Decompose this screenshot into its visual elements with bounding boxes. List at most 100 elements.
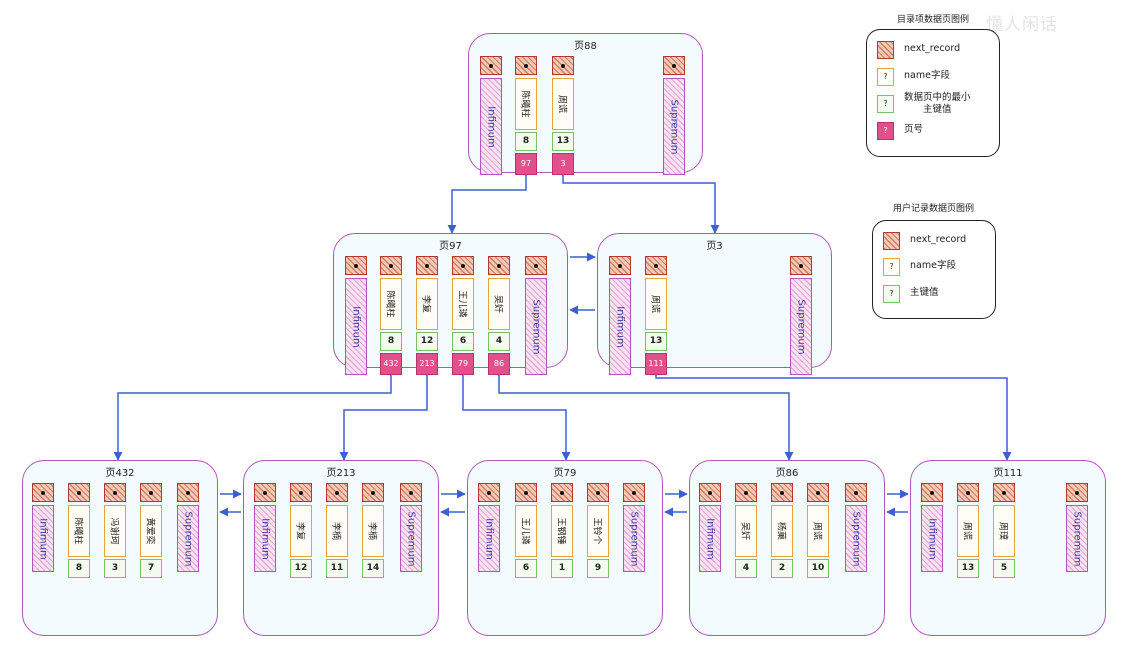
pointer-dot [654,263,658,268]
name-field: 王儿璘 [452,278,474,330]
name-value: 周谎 [961,521,972,541]
child-pointer-arrow [447,175,527,234]
pointer-dot [186,490,190,495]
name-field: 周璞 [993,505,1015,557]
record-header [416,256,438,275]
pointer-dot [596,490,600,495]
pointer-dot [618,263,622,268]
infimum-header [480,56,502,75]
name-field: 冯谢珂 [104,505,126,557]
infimum-record: Infimum [32,505,54,572]
pointer-dot [389,263,393,268]
legend-title: 目录项数据页图例 [897,15,970,25]
legend-swatch-next_record [877,41,894,59]
supremum-record: Supremum [177,505,199,572]
name-field: 王铃个 [587,505,609,557]
name-field: 吴奸 [488,278,510,330]
supremum-label: Supremum [628,511,640,566]
child-pointer-arrow [562,175,720,234]
legend-swatch-name: ? [883,258,900,277]
page-number-field: 97 [515,153,537,175]
pointer-dot [930,490,934,495]
supremum-header [790,256,812,275]
legend-label: name字段 [910,260,956,272]
name-field: 周谎 [957,505,979,557]
name-field: 吴奸 [735,505,757,557]
pointer-dot [461,263,465,268]
name-field: 李复 [290,505,312,557]
name-value: 黄爱奕 [144,517,155,545]
key-field: 12 [290,559,312,578]
supremum-record: Supremum [400,505,422,572]
key-field: 4 [735,559,757,578]
name-field: 陈曦柱 [515,78,537,130]
infimum-record: Infimum [480,78,502,175]
supremum-header [400,483,422,502]
key-field: 7 [140,559,162,578]
pointer-dot [534,263,538,268]
supremum-header [1066,483,1088,502]
legend-swatch-key: ? [883,284,900,303]
page-number-field: 111 [645,353,667,375]
key-field: 8 [68,559,90,578]
name-field: 杨菓 [771,505,793,557]
record-header [993,483,1015,502]
pointer-dot [409,490,413,495]
pointer-dot [816,490,820,495]
infimum-header [921,483,943,502]
name-value: 杨菓 [775,521,786,541]
infimum-header [609,256,631,275]
infimum-header [32,483,54,502]
name-value: 周谎 [649,294,660,314]
pointer-dot [41,490,45,495]
legend-label: 数据页中的最小 主键值 [904,92,971,115]
name-value: 王儿璘 [456,290,467,318]
pointer-dot [524,490,528,495]
pointer-dot [487,490,491,495]
child-pointer-arrow [462,375,571,461]
supremum-label: Supremum [1071,511,1083,566]
infimum-record: Infimum [699,505,721,572]
key-field: 12 [416,332,438,351]
supremum-header [845,483,867,502]
infimum-record: Infimum [609,278,631,375]
name-value: 王钢锤 [555,517,566,545]
key-field: 10 [807,559,829,578]
pointer-dot [263,490,267,495]
infimum-label: Infimum [926,517,938,560]
supremum-header [177,483,199,502]
record-header [140,483,162,502]
name-value: 李楠 [366,521,377,541]
name-field: 陈曦柱 [380,278,402,330]
pointer-dot [799,263,803,268]
pointer-dot [77,490,81,495]
pointer-dot [1002,490,1006,495]
pointer-dot [632,490,636,495]
key-field: 3 [104,559,126,578]
pointer-dot [113,490,117,495]
record-header [552,56,574,75]
key-field: 6 [452,332,474,351]
legend-label: 主键值 [910,286,939,298]
page-title: 页86 [775,468,799,479]
name-field: 陈曦柱 [68,505,90,557]
page-title: 页111 [993,468,1023,479]
pointer-dot [299,490,303,495]
record-header [515,56,537,75]
infimum-record: Infimum [921,505,943,572]
infimum-header [699,483,721,502]
record-header [362,483,384,502]
pointer-dot [744,490,748,495]
record-header [587,483,609,502]
key-field: 11 [326,559,348,578]
page-number-field: 432 [380,353,402,375]
child-pointer-arrow [655,375,1012,461]
name-value: 陈曦柱 [519,90,530,118]
pointer-dot [966,490,970,495]
name-value: 周谎 [811,521,822,541]
infimum-header [478,483,500,502]
infimum-label: Infimum [485,105,497,148]
pointer-dot [708,490,712,495]
record-header [452,256,474,275]
